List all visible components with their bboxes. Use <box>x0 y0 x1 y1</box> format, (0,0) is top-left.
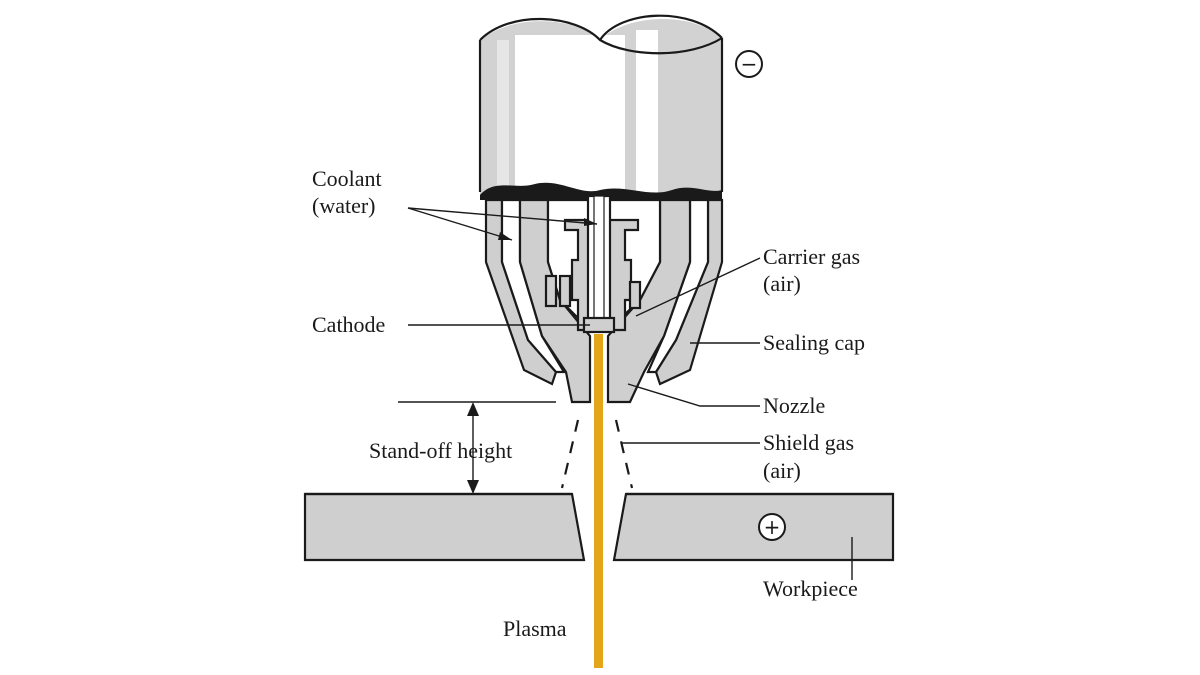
label-coolant-line1: Coolant <box>312 166 382 191</box>
label-carrier-gas-line2: (air) <box>763 271 801 296</box>
label-standoff-height: Stand-off height <box>369 438 512 463</box>
label-nozzle: Nozzle <box>763 393 825 418</box>
plasma-jet <box>594 334 603 668</box>
cathode-assembly <box>544 194 662 334</box>
leader-lines <box>407 207 853 580</box>
label-carrier-gas-line1: Carrier gas <box>763 244 860 269</box>
label-plasma: Plasma <box>503 616 567 641</box>
positive-terminal: + <box>758 513 786 541</box>
workpiece-plate <box>303 492 895 562</box>
label-sealing-cap: Sealing cap <box>763 330 865 355</box>
torch-cylinder <box>478 14 724 200</box>
positive-symbol: + <box>764 515 781 539</box>
negative-terminal: − <box>735 50 763 78</box>
standoff-dimension <box>398 401 556 494</box>
label-coolant-line2: (water) <box>312 193 376 218</box>
label-workpiece: Workpiece <box>763 576 858 601</box>
labels: Coolant (water) Carrier gas (air) Cathod… <box>312 166 865 641</box>
negative-symbol: − <box>741 52 758 76</box>
shield-gas-cone <box>560 419 634 489</box>
label-shield-gas-line2: (air) <box>763 458 801 483</box>
label-shield-gas-line1: Shield gas <box>763 430 854 455</box>
label-cathode: Cathode <box>312 312 385 337</box>
